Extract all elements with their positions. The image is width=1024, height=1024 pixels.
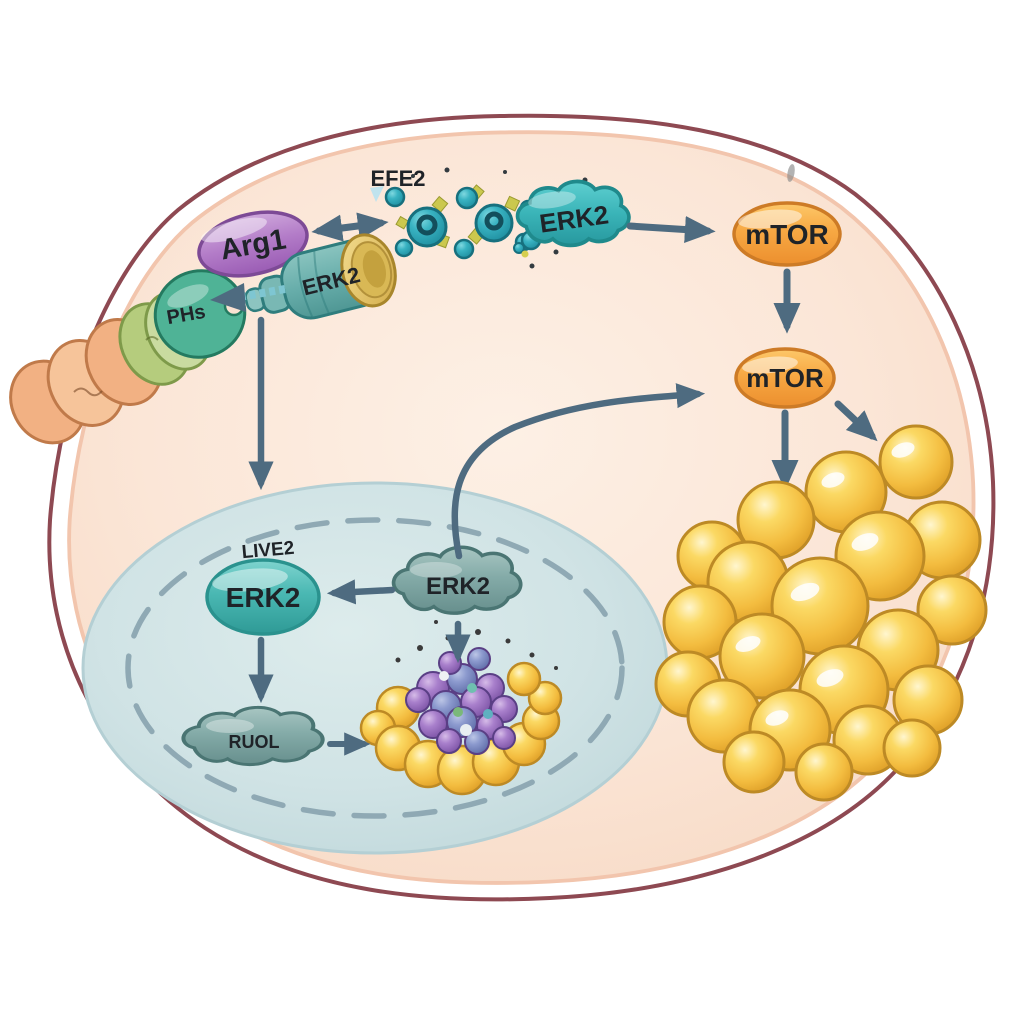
cloud-highlight [206, 719, 254, 733]
oval-highlight [738, 209, 802, 229]
oval-highlight [742, 356, 798, 374]
cytoplasmic-erk2-cloud: ERK2 [513, 179, 631, 258]
membrane-transporter: PHs [9, 269, 247, 445]
label-halo [370, 186, 384, 202]
oval-highlight [212, 568, 288, 592]
label-erk2-nuclear-cloud: ERK2 [426, 573, 490, 600]
arrow-arg1-receptor-double [311, 212, 389, 242]
body-seam [297, 256, 313, 317]
dart-shaft [239, 285, 286, 301]
label-mtor-upper: mTOR [745, 219, 829, 250]
ribosome-cluster [359, 620, 563, 796]
arrow-cloud-to-oval [326, 579, 396, 605]
erk2-vesicle: ERK2 [210, 233, 397, 320]
cloud-highlight [528, 191, 576, 209]
oval-highlight [201, 217, 267, 243]
nuclear-envelope [81, 481, 669, 855]
arg1-node: Arg1 [197, 210, 309, 278]
droplet-highlights [735, 442, 915, 726]
label-erk2-nuclear: ERK2 [226, 582, 301, 613]
arrow-mtor-to-droplets-diagonal [834, 400, 878, 442]
label-nuclear-tag: LIVE2 [241, 538, 295, 564]
body-seam [313, 250, 330, 314]
label-receptor-tag: EFE2 [370, 166, 425, 191]
gold-ring-opening [362, 250, 387, 288]
label-nuclear-effector: RUOL [229, 732, 280, 752]
lipid-droplet-cluster [654, 424, 988, 802]
mtor-lower-node: mTOR [734, 347, 836, 409]
head-highlight [167, 284, 209, 308]
cloud-highlight [410, 562, 462, 578]
stray-mark [787, 164, 795, 182]
nuclear-erk2-node: ERK2 LIVE2 [205, 538, 321, 636]
oval-shape [205, 558, 321, 636]
nuclear-erk2-cloud: ERK2 [391, 545, 523, 616]
oval-shape [197, 210, 309, 278]
nuclear-effector-cloud: RUOL [183, 707, 322, 764]
nuclear-envelope-dashed-ring [125, 517, 625, 819]
arrow-vesicle-to-transporter [210, 283, 246, 312]
segment-squiggle [145, 336, 159, 341]
segment-squiggle [73, 387, 103, 397]
mtor-upper-node: mTOR [732, 164, 842, 267]
cloud-tail-bit [521, 250, 529, 258]
nucleus [81, 481, 669, 855]
arrow-erk2-to-mtor [626, 215, 716, 244]
large-spheres [406, 203, 514, 248]
connector-bits [395, 184, 532, 249]
cloud-tail-bubble [513, 242, 525, 254]
label-mtor-lower: mTOR [746, 363, 824, 393]
arrow-nuclear-export-to-mtor [451, 383, 706, 560]
